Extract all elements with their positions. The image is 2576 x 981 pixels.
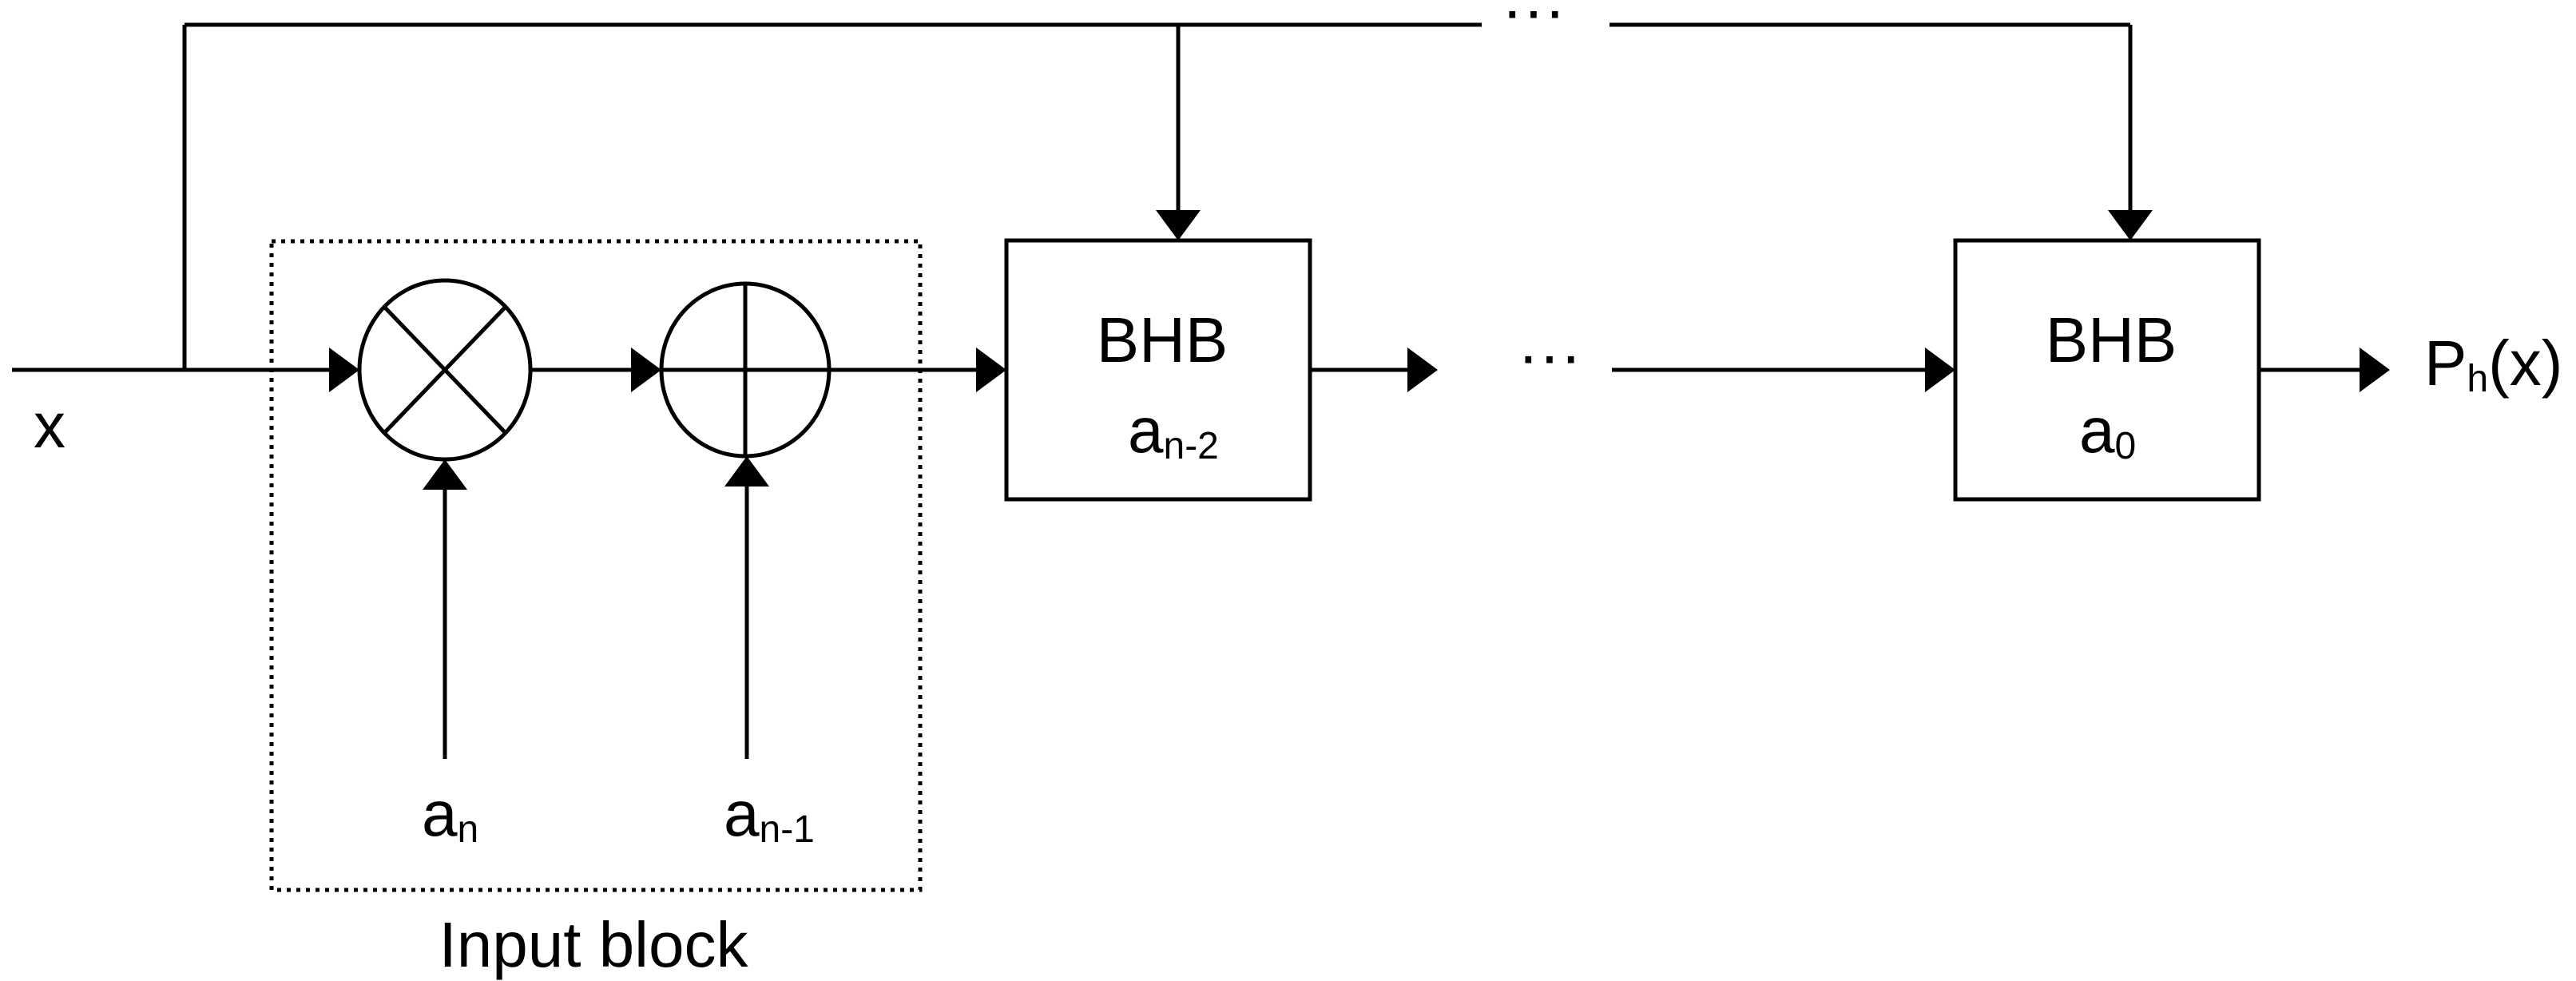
bhb-block-1: BHB an-2 — [1004, 238, 1312, 502]
link-into-bhb2 — [1612, 348, 1955, 392]
link-adder-bhb1 — [829, 348, 1006, 392]
bhb-block-1-title: BHB — [1097, 304, 1228, 375]
multiplier-coef-line — [423, 459, 467, 759]
multiplier-coef-label: an — [422, 778, 478, 851]
adder-coef-label: an-1 — [724, 778, 815, 851]
input-label-x: x — [34, 390, 65, 461]
top-ellipsis: ··· — [1502, 0, 1566, 46]
output-line — [2259, 348, 2390, 392]
bhb-block-2-coef: a0 — [2079, 395, 2136, 467]
adder-node — [659, 281, 832, 459]
bhb-block-2-title: BHB — [2046, 304, 2177, 375]
link-mult-adder — [530, 348, 661, 392]
adder-coef-line — [724, 456, 769, 759]
input-block-border — [269, 239, 923, 892]
bhb-block-1-coef: an-2 — [1128, 395, 1219, 467]
top-bus — [182, 22, 2153, 370]
input-block-label: Input block — [439, 909, 749, 980]
bhb1-output-line — [1310, 348, 1438, 392]
input-line — [12, 348, 359, 392]
multiplier-node — [357, 278, 533, 462]
bhb-block-2: BHB a0 — [1953, 238, 2261, 502]
output-label: Ph(x) — [2424, 328, 2562, 400]
middle-ellipsis: ··· — [1518, 320, 1582, 391]
